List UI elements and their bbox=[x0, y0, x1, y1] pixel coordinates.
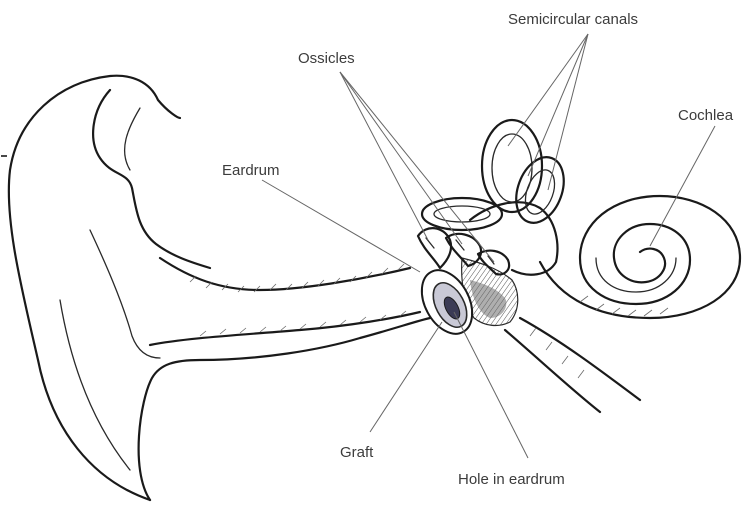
leader-ossicles-1 bbox=[340, 72, 428, 240]
canal-lower-wall bbox=[150, 312, 420, 345]
label-hole-in-eardrum: Hole in eardrum bbox=[458, 471, 565, 488]
leader-semicircular-3 bbox=[548, 34, 588, 190]
canal-posterior bbox=[508, 151, 573, 230]
label-cochlea: Cochlea bbox=[678, 107, 734, 124]
antihelix bbox=[93, 90, 210, 268]
label-eardrum: Eardrum bbox=[222, 162, 280, 179]
middle-ear bbox=[412, 228, 518, 342]
leader-hole bbox=[454, 312, 528, 458]
lobule-fold bbox=[60, 300, 130, 470]
canal-upper-wall bbox=[160, 258, 410, 290]
leader-graft bbox=[370, 322, 442, 432]
concha-fold bbox=[125, 108, 140, 170]
leader-eardrum bbox=[262, 180, 420, 272]
antitragus bbox=[90, 230, 160, 358]
cochlea-inner-turn bbox=[596, 258, 676, 292]
helix-rim bbox=[139, 318, 430, 500]
outer-ear bbox=[9, 76, 430, 500]
label-ossicles: Ossicles bbox=[298, 50, 355, 67]
leader-ossicles-3 bbox=[340, 72, 494, 262]
cochlea-outer bbox=[540, 196, 740, 318]
label-semicircular-canals: Semicircular canals bbox=[508, 11, 638, 28]
label-graft: Graft bbox=[340, 444, 374, 461]
leader-lines bbox=[262, 34, 715, 458]
cochlea-shading bbox=[580, 296, 668, 316]
nerve-lower bbox=[505, 330, 600, 412]
leader-ossicles-2 bbox=[340, 72, 462, 244]
canal-lateral-inner bbox=[434, 206, 490, 222]
canal-shading bbox=[190, 264, 406, 336]
leader-cochlea bbox=[650, 126, 715, 246]
